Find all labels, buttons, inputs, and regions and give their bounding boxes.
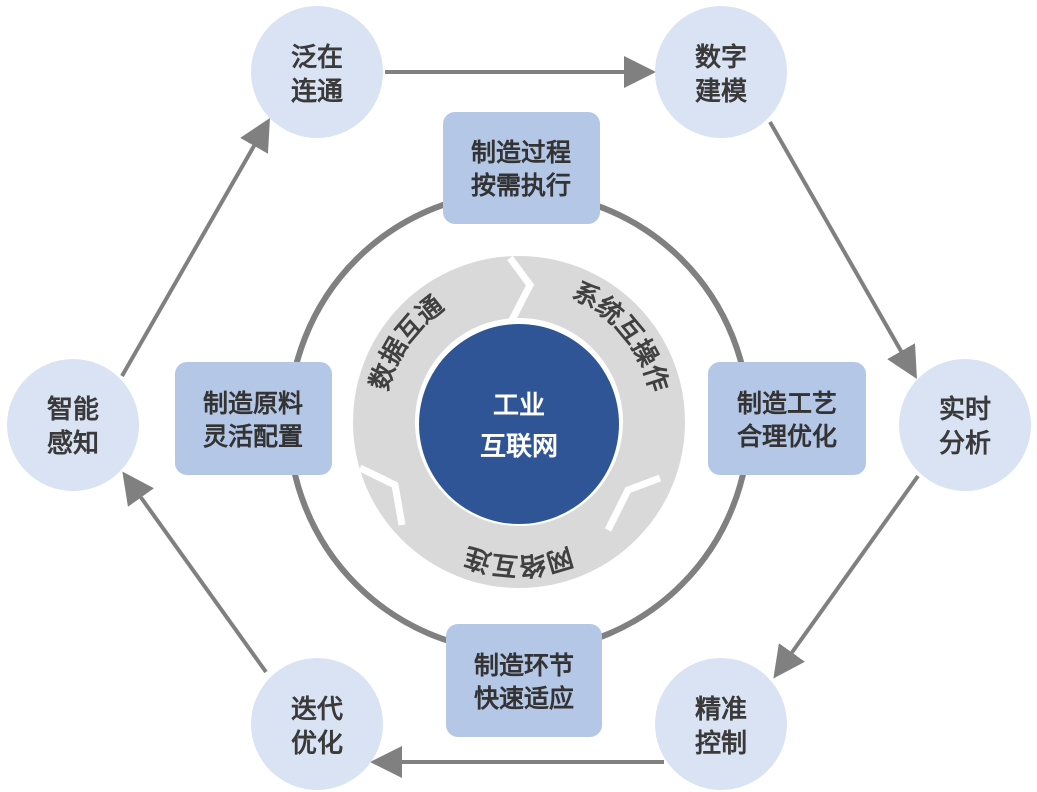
box-top-line2: 按需执行 [471,171,571,200]
box-left-line2: 灵活配置 [203,422,303,451]
node-label-1: 泛在 [291,43,343,73]
cycle-arrows [120,56,920,778]
cycle-node-sense: 智能 感知 [7,359,139,491]
box-left: 制造原料 灵活配置 [175,362,332,475]
box-right-line1: 制造工艺 [737,389,837,418]
arrow-analysis-to-control [773,474,920,679]
node-label-2: 建模 [695,77,748,107]
center-circle [419,324,619,524]
node-label-2: 连通 [291,77,343,107]
cycle-arrow-ring [353,256,685,588]
node-label-2: 控制 [695,729,747,759]
arrow-separators [358,255,662,532]
box-left-line1: 制造原料 [203,389,303,418]
box-bottom: 制造环节 快速适应 [446,624,602,737]
node-label-1: 精准 [695,695,747,725]
box-right-line2: 合理优化 [737,422,837,451]
node-label-1: 迭代 [291,695,343,725]
arrow-sense-to-connect [120,118,270,377]
center-line2: 互联网 [480,432,558,462]
cycle-node-optimize: 迭代 优化 [251,658,383,790]
node-label-2: 分析 [939,429,991,459]
box-bottom-line1: 制造环节 [474,651,574,680]
cycle-node-connect: 泛在 连通 [251,6,383,138]
box-top-line1: 制造过程 [471,138,571,167]
box-bottom-line2: 快速适应 [474,684,574,713]
node-label-1: 实时 [939,394,991,425]
arrow-model-to-analysis [768,121,917,379]
cycle-node-analysis: 实时 分析 [899,359,1031,491]
arrow-optimize-to-sense [122,471,268,674]
box-right: 制造工艺 合理优化 [708,362,866,475]
box-top: 制造过程 按需执行 [443,112,600,224]
cycle-node-control: 精准 控制 [655,658,787,790]
node-label-2: 优化 [291,729,343,759]
cycle-node-model: 数字 建模 [655,6,787,138]
node-label-2: 感知 [47,429,99,459]
node-label-1: 智能 [47,394,99,425]
center-line1: 工业 [493,391,545,421]
node-label-1: 数字 [695,42,747,73]
